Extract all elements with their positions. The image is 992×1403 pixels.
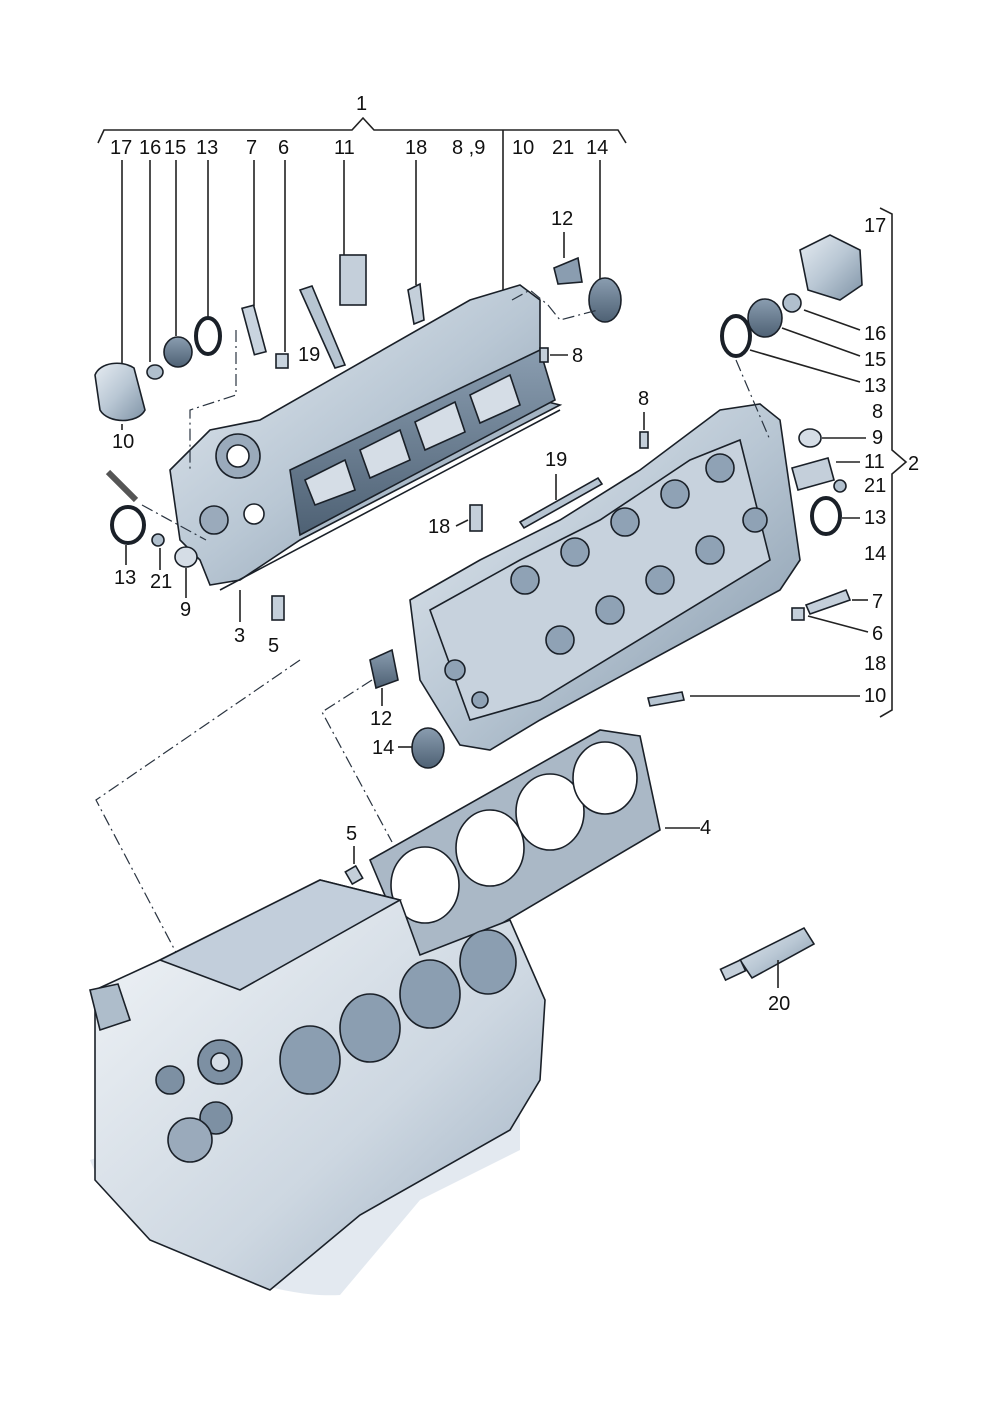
right-cylinder-head [409, 403, 801, 751]
callout-20: 20 [768, 993, 790, 1015]
right-head-callouts: 17 16 15 13 8 9 11 21 13 14 7 6 18 10 [690, 215, 886, 707]
callout-8-left: 8 [572, 345, 583, 367]
callout-15-right: 15 [864, 349, 886, 371]
callout-16-right: 16 [864, 323, 886, 345]
callout-5-upper: 5 [268, 635, 279, 657]
callout-6: 6 [278, 137, 289, 159]
callout-14: 14 [586, 137, 608, 159]
right-head-parts [369, 234, 863, 769]
callout-6-right: 6 [872, 623, 883, 645]
callout-19: 19 [298, 344, 320, 366]
callout-21-left: 21 [150, 571, 172, 593]
callout-3: 3 [234, 625, 245, 647]
group-2-brace: 2 [879, 207, 919, 718]
callout-5-lower: 5 [346, 823, 357, 845]
callout-8-middle: 8 [638, 388, 649, 410]
callout-16: 16 [139, 137, 161, 159]
callout-10: 10 [512, 137, 534, 159]
callout-13-left: 13 [114, 567, 136, 589]
callout-17: 17 [110, 137, 132, 159]
callout-14-middle: 14 [372, 737, 394, 759]
callout-18-right: 18 [864, 653, 886, 675]
callout-17-right: 17 [864, 215, 886, 237]
group-1-brace: 1 [97, 93, 627, 144]
assembly-lines [95, 289, 771, 961]
callout-9-left: 9 [180, 599, 191, 621]
callout-18: 18 [405, 137, 427, 159]
callout-10-right: 10 [864, 685, 886, 707]
callout-21: 21 [552, 137, 574, 159]
middle-callouts: 8 19 18 12 14 [370, 388, 649, 759]
callout-13-right-b: 13 [864, 507, 886, 529]
callout-7-right: 7 [872, 591, 883, 613]
callout-8-9: 8 ,9 [452, 137, 485, 159]
left-head-parts [94, 254, 622, 621]
callout-12: 12 [551, 208, 573, 230]
lower-parts: 5 20 [344, 823, 816, 1015]
top-leader-lines [121, 130, 601, 368]
callout-15: 15 [164, 137, 186, 159]
callout-12-middle: 12 [370, 708, 392, 730]
callout-10-left: 10 [112, 431, 134, 453]
left-head-callouts: 19 12 8 10 13 21 9 3 5 [112, 208, 583, 657]
callout-9-right: 9 [872, 427, 883, 449]
callout-14-right: 14 [864, 543, 886, 565]
callout-13: 13 [196, 137, 218, 159]
callout-13-right-a: 13 [864, 375, 886, 397]
group-1-label: 1 [356, 93, 367, 115]
head-gasket: 4 [368, 729, 711, 961]
callout-11: 11 [334, 137, 355, 159]
callout-8-right: 8 [872, 401, 883, 423]
group-2-label: 2 [908, 453, 919, 475]
callout-19-middle: 19 [545, 449, 567, 471]
callout-7: 7 [246, 137, 257, 159]
callout-4: 4 [700, 817, 711, 839]
engine-block [89, 879, 546, 1296]
callout-18-middle: 18 [428, 516, 450, 538]
callout-11-right: 11 [864, 451, 885, 473]
top-callout-row: 17 16 15 13 7 6 11 18 8 ,9 10 21 14 [110, 137, 608, 159]
left-cylinder-head [169, 284, 563, 591]
callout-21-right: 21 [864, 475, 886, 497]
